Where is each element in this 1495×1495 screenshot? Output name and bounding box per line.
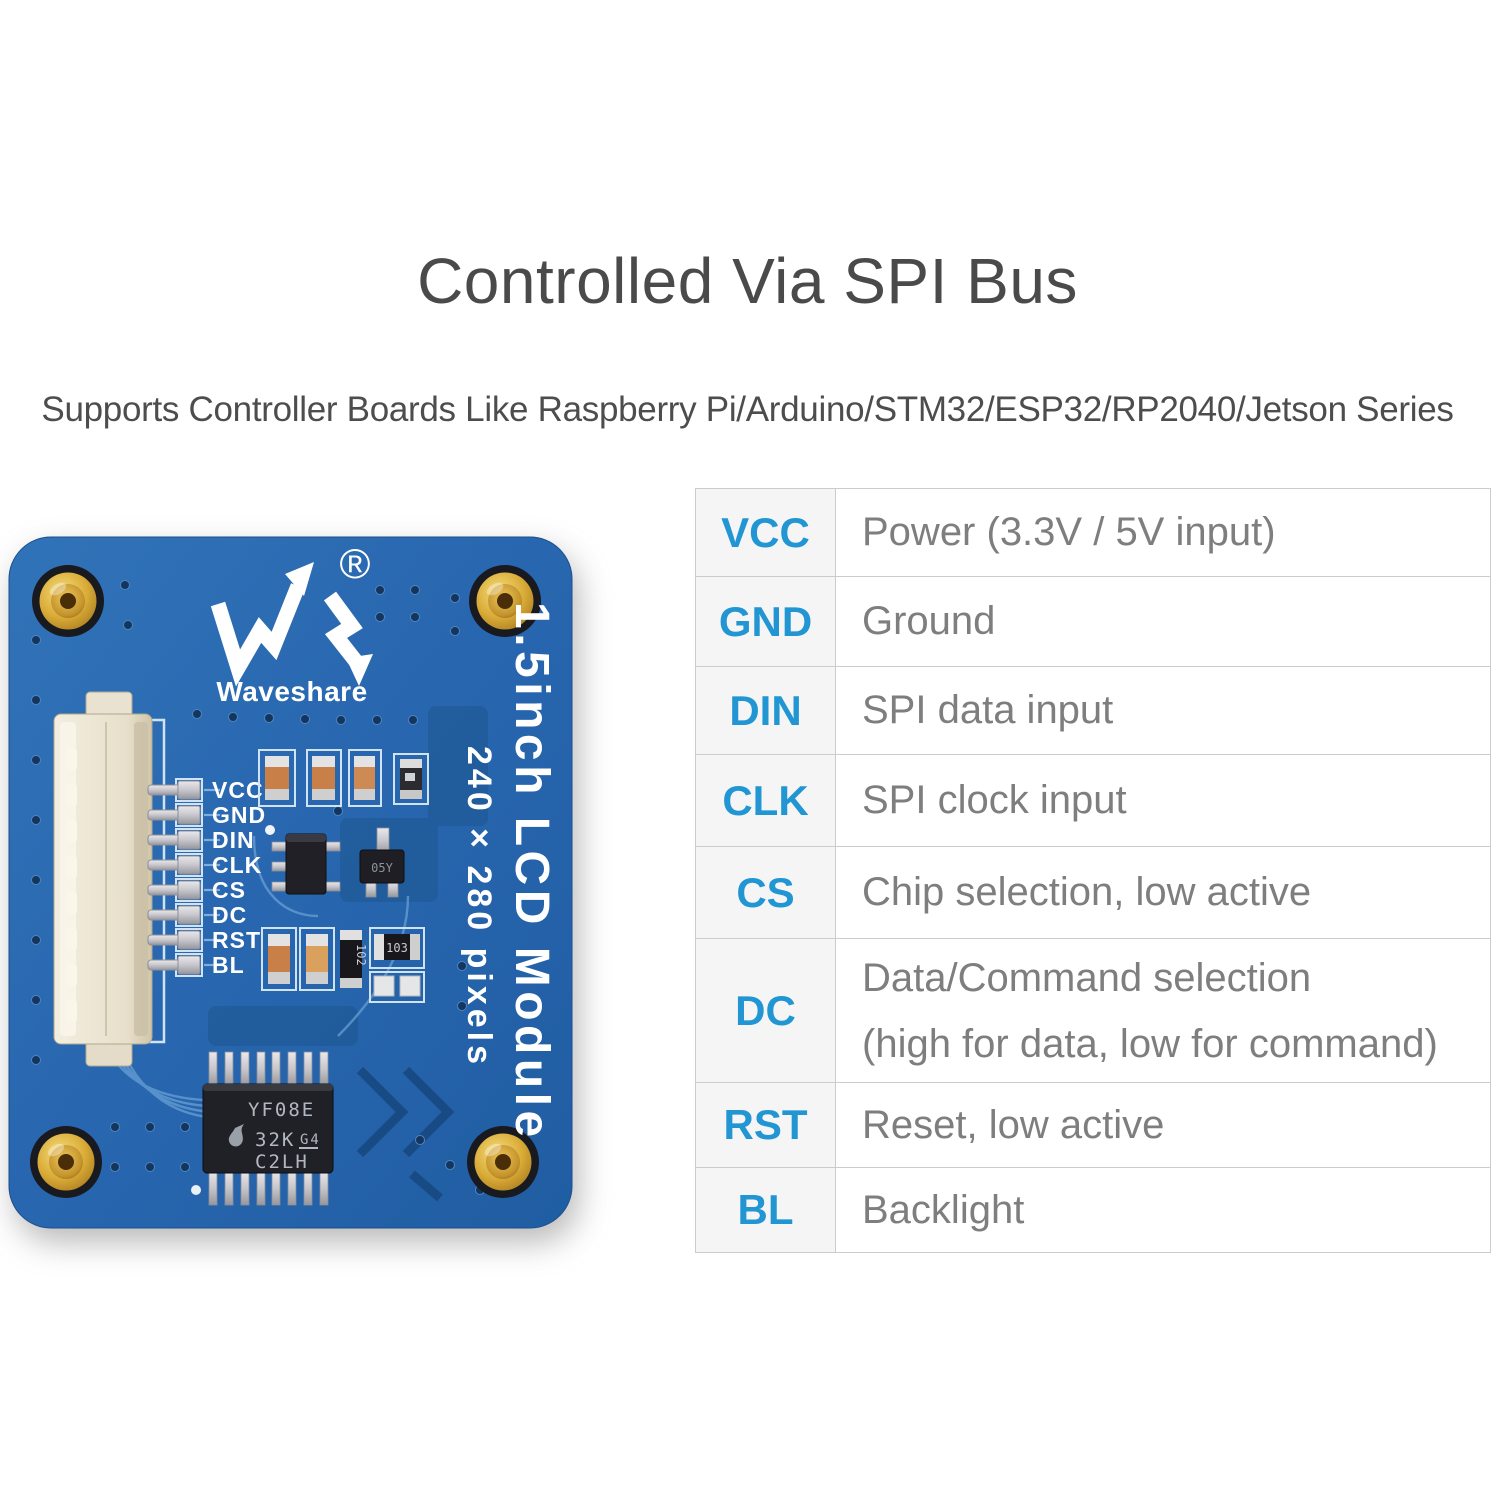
ic-marking-line2-suffix: G4 [300, 1132, 321, 1148]
board-pin-label-bl: BL [212, 952, 245, 978]
ic-sot23: 05Y [359, 827, 405, 898]
connector-slots [66, 748, 77, 1022]
pin-name-rst: RST [695, 1082, 836, 1168]
table-row-vcc: VCC Power (3.3V / 5V input) [695, 488, 1491, 577]
ic-main-tssop: YF08E 32K G4 C2LH [191, 1051, 334, 1206]
registered-mark: ® [340, 540, 371, 587]
pin-desc-dc: Data/Command selection (high for data, l… [835, 938, 1491, 1083]
resistor-102-marking: 102 [354, 944, 368, 966]
page-subtitle: Supports Controller Boards Like Raspberr… [41, 390, 1454, 429]
ic-marking-line2: 32K [255, 1129, 295, 1151]
table-row-cs: CS Chip selection, low active [695, 846, 1491, 939]
lcd-module-board-photo: ® Waveshare 1.5inch LCD Module 240 × 280… [8, 536, 573, 1229]
pin-desc-dc-line2: (high for data, low for command) [862, 1021, 1438, 1066]
board-pin-label-vcc: VCC [212, 777, 264, 803]
pin-name-dc: DC [695, 938, 836, 1083]
ic-pin1-dot [191, 1185, 201, 1195]
sot23-marking: 05Y [371, 861, 393, 875]
brand-text: Waveshare [216, 676, 367, 707]
smd-resistors-orange [265, 756, 375, 800]
board-pin-label-din: DIN [212, 827, 255, 853]
smd-top-row [258, 749, 429, 807]
table-row-gnd: GND Ground [695, 576, 1491, 667]
smd-resistor-dark [400, 759, 422, 799]
table-row-dc: DC Data/Command selection (high for data… [695, 938, 1491, 1083]
board-pin-labels: VCC GND DIN CLK CS DC RST BL [212, 777, 266, 978]
ic-marking-line3: C2LH [255, 1151, 309, 1173]
pin-desc-clk: SPI clock input [835, 754, 1491, 847]
table-row-din: DIN SPI data input [695, 666, 1491, 755]
table-row-clk: CLK SPI clock input [695, 754, 1491, 847]
mounting-standoffs [30, 565, 541, 1198]
side-text-module-name: 1.5inch LCD Module [505, 602, 558, 1142]
pin-name-gnd: GND [695, 576, 836, 667]
table-row-rst: RST Reset, low active [695, 1082, 1491, 1168]
jst-connector [53, 691, 203, 1067]
pin-desc-dc-line1: Data/Command selection [862, 955, 1312, 1000]
pin-name-cs: CS [695, 846, 836, 939]
resistor-vertical-102: 102 [340, 930, 368, 988]
pin-name-vcc: VCC [695, 488, 836, 577]
side-text-resolution: 240 × 280 pixels [460, 746, 498, 1068]
pin-desc-gnd: Ground [835, 576, 1491, 667]
board-pin-label-dc: DC [212, 902, 247, 928]
pin-desc-bl: Backlight [835, 1167, 1491, 1253]
standoff-bottom-right [467, 1126, 539, 1198]
board-pin-label-clk: CLK [212, 852, 262, 878]
pin-desc-cs: Chip selection, low active [835, 846, 1491, 939]
pin-description-table: VCC Power (3.3V / 5V input) GND Ground D… [695, 488, 1491, 1253]
waveshare-logo-arrowheads [285, 562, 373, 686]
ti-logo [228, 1124, 244, 1147]
table-row-bl: BL Backlight [695, 1167, 1491, 1253]
smd-bottom-row: 102 103 [261, 927, 425, 1003]
resistor-103-marking: 103 [386, 941, 408, 955]
ic-marking-line1: YF08E [248, 1099, 315, 1121]
waveshare-logo: ® Waveshare [210, 540, 373, 707]
pin-trace-stubs [204, 788, 220, 967]
board-pin-label-gnd: GND [212, 802, 266, 828]
pin-desc-vcc: Power (3.3V / 5V input) [835, 488, 1491, 577]
pin-name-clk: CLK [695, 754, 836, 847]
connector-pins [147, 778, 203, 977]
board-pin-label-cs: CS [212, 877, 246, 903]
resistor-horizontal-103: 103 [374, 934, 420, 960]
standoff-bottom-left [30, 1126, 102, 1198]
waveshare-logo-icon [210, 583, 364, 687]
page-title: Controlled Via SPI Bus [417, 245, 1078, 317]
standoff-top-right [469, 565, 541, 637]
ic-soic5 [265, 825, 341, 895]
standoff-top-left [32, 565, 104, 637]
pin-name-din: DIN [695, 666, 836, 755]
pin-desc-rst: Reset, low active [835, 1082, 1491, 1168]
pin-desc-din: SPI data input [835, 666, 1491, 755]
pin-name-bl: BL [695, 1167, 836, 1253]
connector-body [53, 713, 153, 1045]
board-pin-label-rst: RST [212, 927, 261, 953]
